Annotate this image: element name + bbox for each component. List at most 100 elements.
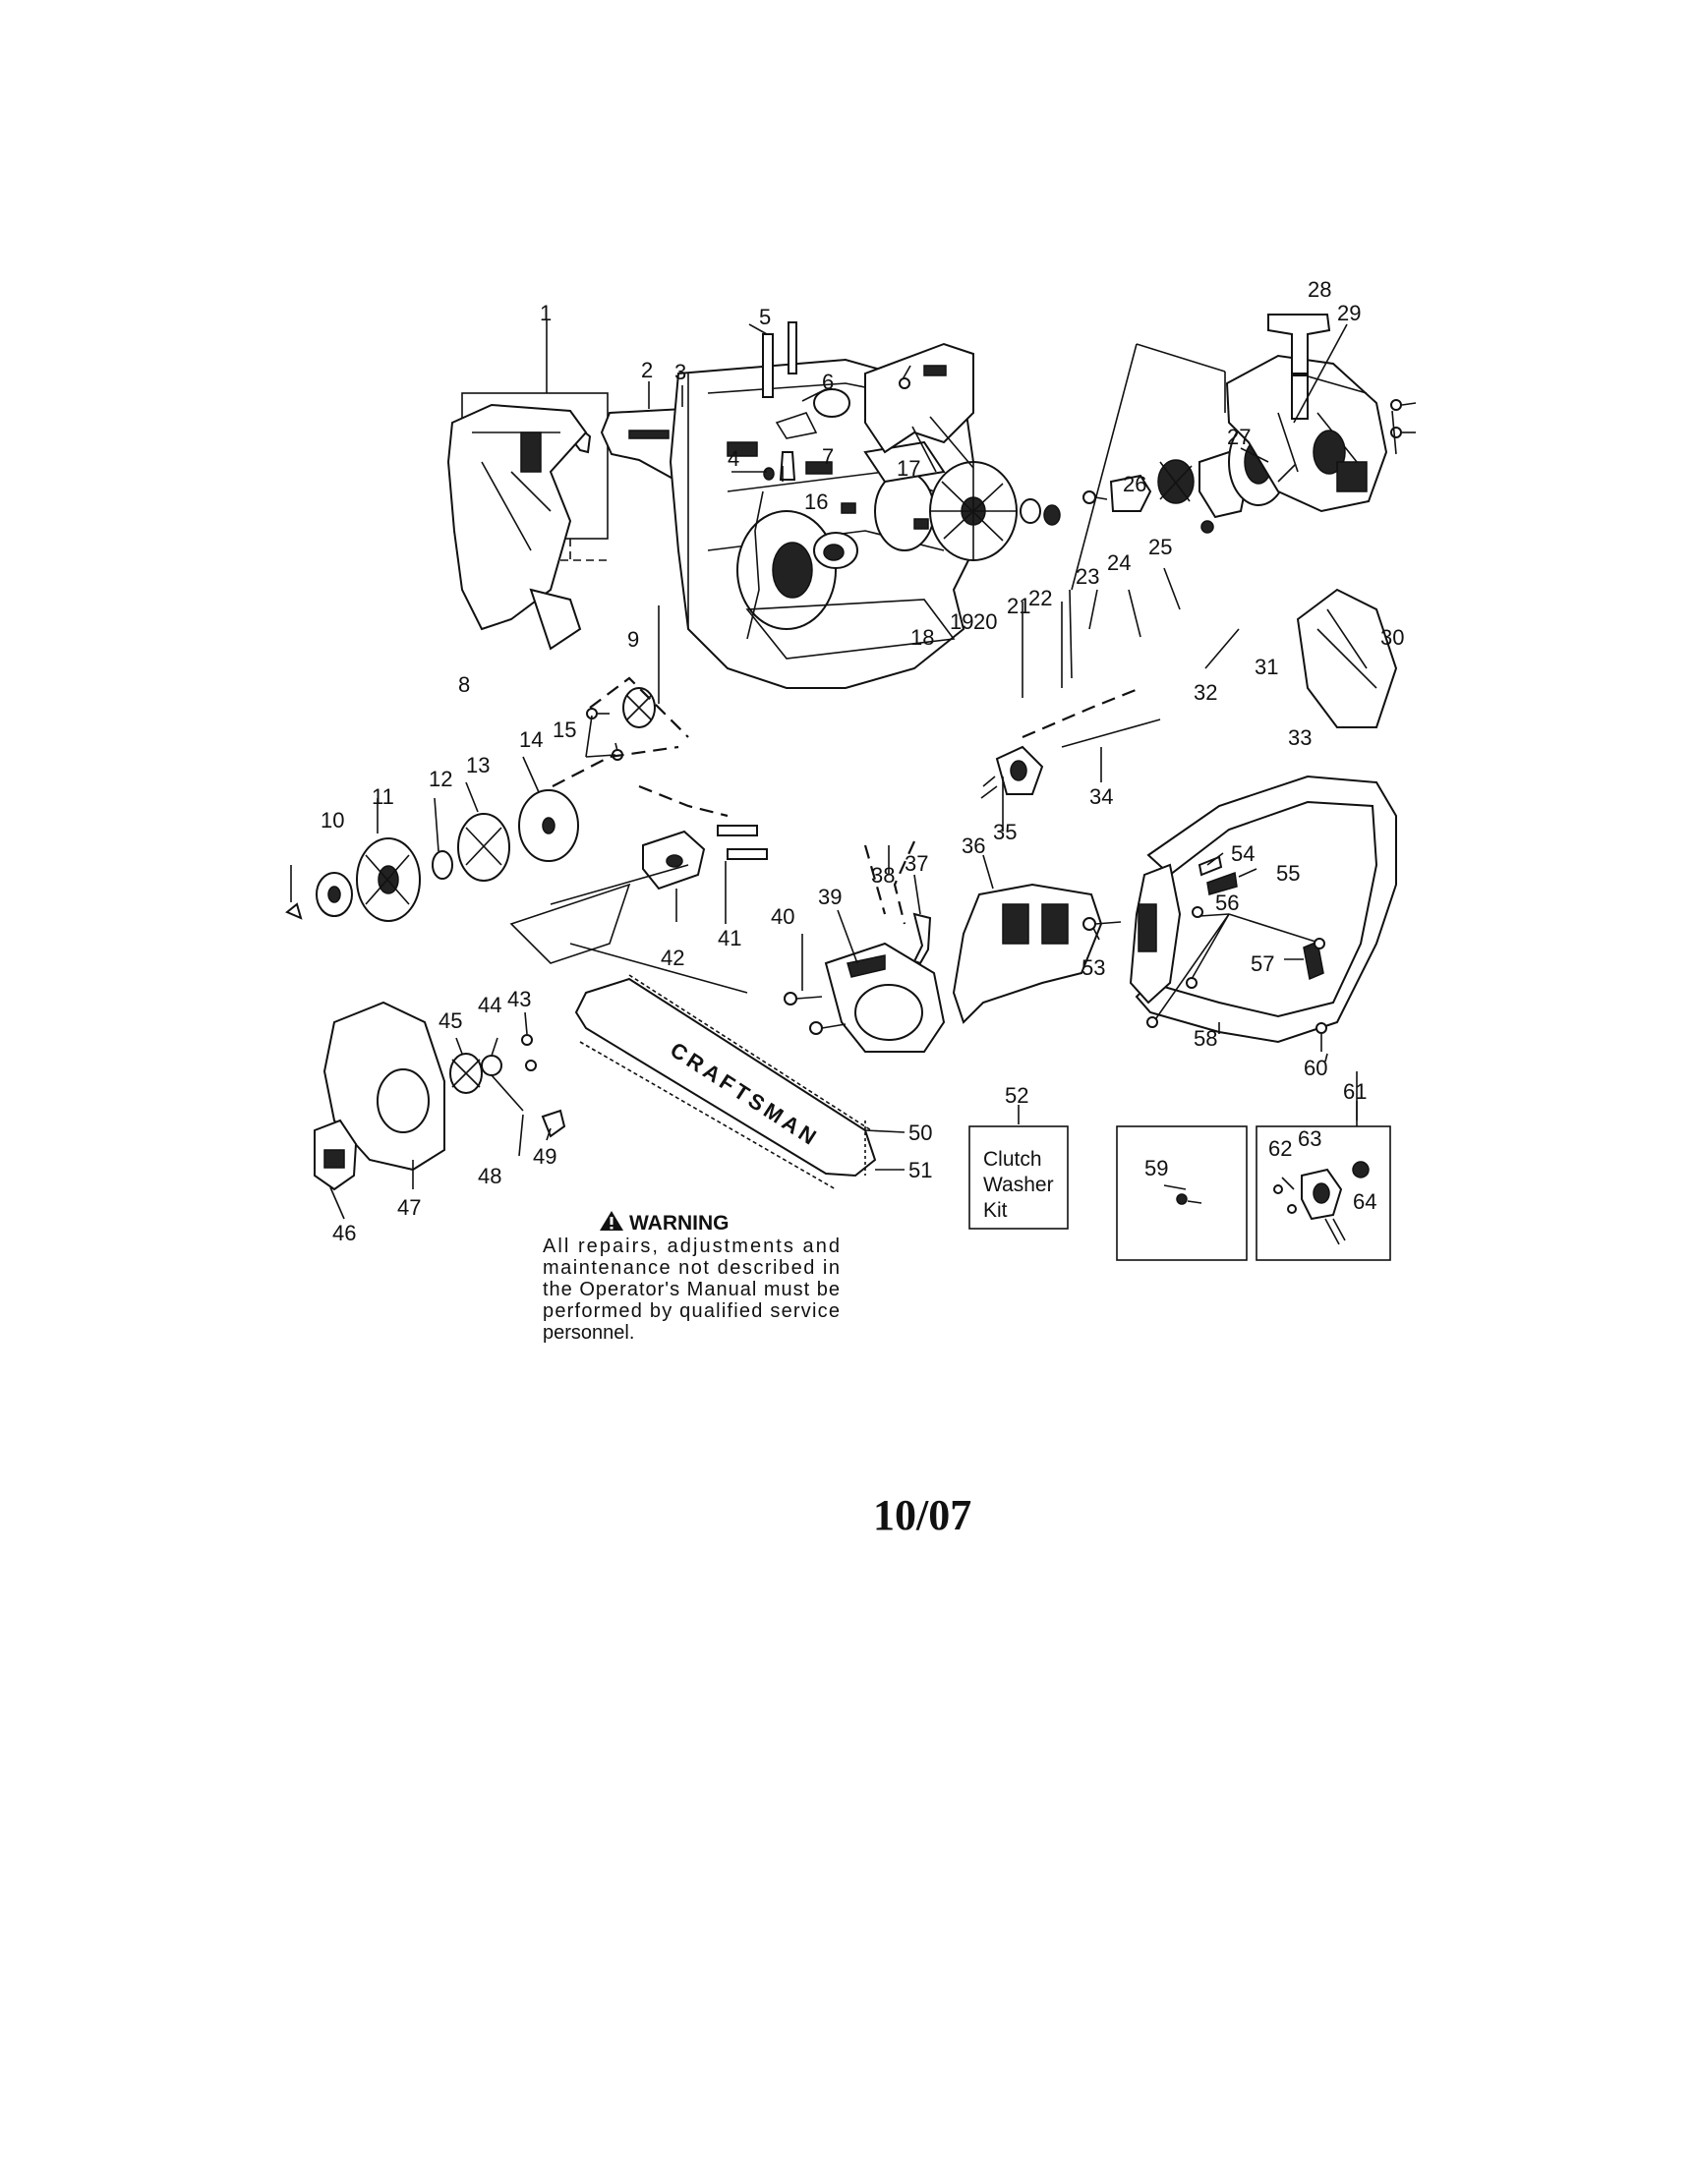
- flywheel-part: [929, 461, 1018, 561]
- guide-bar-part: CRAFTSMAN: [574, 977, 877, 1178]
- part-label-58: 58: [1194, 1026, 1217, 1051]
- part-label-11: 11: [372, 784, 394, 809]
- chain-brake-part: [824, 942, 946, 1053]
- nut-part-22: [1043, 504, 1061, 526]
- part-label-39: 39: [818, 885, 842, 909]
- warning-title: WARNING: [629, 1212, 730, 1235]
- part-label-16: 16: [804, 489, 828, 514]
- part-label-43: 43: [507, 987, 531, 1011]
- fuel-cap-part: [813, 532, 858, 569]
- part-label-18: 18: [910, 625, 934, 650]
- lever-part-37: [912, 912, 932, 965]
- part-label-20: 20: [973, 609, 997, 634]
- starter-parts: [1082, 450, 1251, 519]
- part-label-41: 41: [718, 926, 741, 950]
- screw-part-53: [1082, 917, 1122, 931]
- carburetor-part: [980, 745, 1044, 799]
- warning-line: personnel.: [543, 1322, 634, 1344]
- part-label-32: 32: [1194, 680, 1217, 705]
- bar-stud-part: [717, 825, 768, 860]
- part-label-45: 45: [438, 1008, 462, 1033]
- warning-line: maintenance not described in: [543, 1257, 840, 1279]
- part-label-24: 24: [1107, 550, 1131, 575]
- part-label-30: 30: [1380, 625, 1404, 650]
- part-label-22: 22: [1028, 586, 1052, 610]
- part-label-48: 48: [478, 1164, 501, 1188]
- throttle-spring-parts: [1198, 855, 1324, 981]
- part-label-35: 35: [993, 820, 1017, 844]
- intake-cover-part: [1296, 588, 1398, 728]
- part-label-17: 17: [897, 456, 920, 481]
- kit-box-line: Clutch: [983, 1148, 1042, 1171]
- part-label-3: 3: [674, 360, 686, 384]
- warning-line: performed by qualified service: [543, 1300, 840, 1322]
- part-label-25: 25: [1148, 535, 1172, 559]
- clip-part-18: [841, 502, 929, 530]
- rear-handle-part: [446, 403, 588, 651]
- part-label-10: 10: [321, 808, 344, 833]
- fuel-line-parts: [746, 321, 797, 640]
- part-label-19: 19: [950, 609, 973, 634]
- part-label-1: 1: [540, 301, 552, 325]
- hand-guard-part: [952, 883, 1103, 1024]
- part-label-64: 64: [1353, 1189, 1376, 1214]
- part-label-44: 44: [478, 993, 501, 1017]
- part-label-62: 62: [1268, 1136, 1292, 1161]
- part-label-13: 13: [466, 753, 490, 777]
- screw-part-60: [1315, 1022, 1327, 1052]
- screw-part-32: [1200, 520, 1214, 534]
- part-label-7: 7: [822, 444, 834, 469]
- warning-line: the Operator's Manual must be: [543, 1279, 840, 1300]
- kit-box: [968, 1125, 1069, 1230]
- inset-box-part-59: [1116, 1125, 1248, 1261]
- clip-part-49: [541, 1109, 566, 1138]
- starter-grip-part: [1267, 314, 1331, 420]
- part-label-49: 49: [533, 1144, 556, 1169]
- revision-date: 10/07: [873, 1491, 971, 1539]
- part-label-46: 46: [332, 1221, 356, 1245]
- oil-pump-assembly-part: [1273, 1161, 1370, 1245]
- saw-chain-part: [579, 974, 872, 1190]
- part-label-21: 21: [1007, 594, 1030, 618]
- part-label-40: 40: [771, 904, 794, 929]
- washer-part-21: [1020, 498, 1041, 524]
- tensioner-part: [481, 1034, 537, 1112]
- part-label-23: 23: [1076, 564, 1099, 589]
- part-label-2: 2: [641, 358, 653, 382]
- bar-plate-part: [642, 830, 706, 891]
- part-label-36: 36: [962, 833, 985, 858]
- warning-line: All repairs, adjustments and: [543, 1236, 840, 1257]
- part-label-56: 56: [1215, 891, 1239, 915]
- part-label-14: 14: [519, 727, 543, 752]
- part-label-12: 12: [429, 767, 452, 791]
- sprocket-cover-part: [314, 1001, 445, 1191]
- part-label-26: 26: [1123, 472, 1146, 496]
- cylinder-cover-part: [864, 342, 974, 454]
- part-label-31: 31: [1255, 655, 1278, 679]
- part-label-42: 42: [661, 946, 684, 970]
- part-label-15: 15: [553, 718, 576, 742]
- inset-box-part-61: [1256, 1125, 1391, 1261]
- part-label-5: 5: [759, 305, 771, 329]
- starter-housing-part: [1225, 354, 1388, 513]
- oil-pump-part: [586, 687, 656, 761]
- vent-part: [775, 388, 850, 439]
- sprocket-part: [449, 1053, 483, 1094]
- part-label-33: 33: [1288, 725, 1312, 750]
- part-label-53: 53: [1081, 955, 1105, 980]
- part-label-28: 28: [1308, 277, 1331, 302]
- part-label-57: 57: [1251, 951, 1274, 976]
- part-label-4: 4: [728, 446, 739, 471]
- screw-part-59: [1176, 1193, 1202, 1205]
- warning-triangle-icon: [600, 1211, 623, 1231]
- kit-box-line: Kit: [983, 1199, 1008, 1222]
- rod-part-34: [1061, 718, 1161, 748]
- front-handle-part: [1129, 775, 1397, 1044]
- part-label-59: 59: [1144, 1156, 1168, 1180]
- warning-block: WARNING All repairs, adjustments and mai…: [543, 1211, 840, 1344]
- part-label-9: 9: [627, 627, 639, 652]
- part-label-37: 37: [905, 851, 928, 876]
- assembly-lines: [509, 676, 1141, 994]
- part-label-63: 63: [1298, 1126, 1321, 1151]
